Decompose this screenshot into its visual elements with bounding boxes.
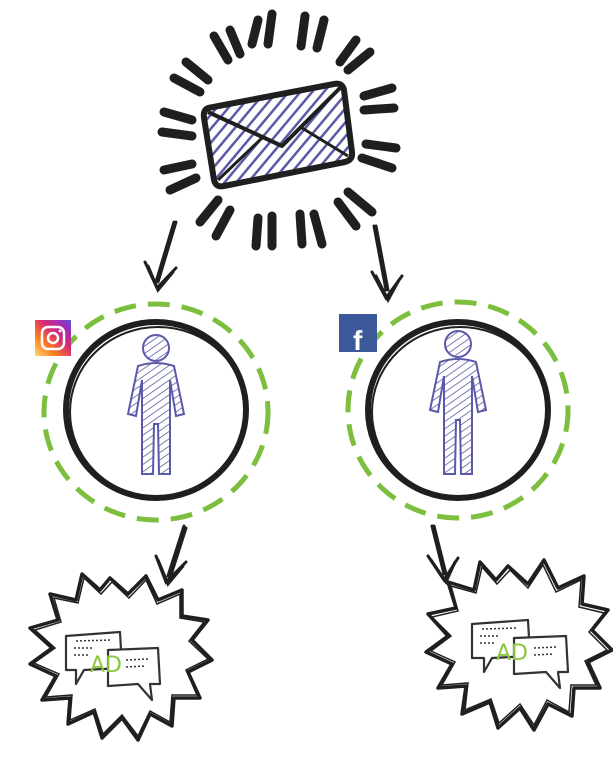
ad-label: AD [496, 641, 528, 666]
facebook-letter: f [353, 325, 363, 356]
chat-bubble-icon [470, 618, 570, 690]
facebook-person-node [345, 299, 571, 521]
ad-label: AD [90, 653, 122, 678]
dashed-ring [345, 299, 571, 521]
email-burst [157, 9, 401, 251]
facebook-ad-burst: AD [424, 558, 613, 732]
burst-rays [157, 9, 401, 251]
arrow-instagram-to-ad [154, 524, 188, 587]
text-lines [480, 627, 557, 656]
person-icon [428, 330, 488, 475]
instagram-icon [35, 320, 71, 356]
dashed-ring [41, 301, 271, 523]
envelope-icon [200, 80, 356, 190]
person-icon [126, 334, 186, 475]
arrow-email-to-instagram [143, 220, 178, 293]
arrow-facebook-to-ad [426, 524, 460, 586]
arrow-email-to-facebook [370, 224, 404, 304]
facebook-icon: f [339, 314, 377, 356]
chat-bubble-icon [64, 630, 162, 702]
text-lines [74, 639, 149, 668]
instagram-person-node [41, 301, 271, 523]
instagram-ad-burst: AD [28, 572, 214, 742]
